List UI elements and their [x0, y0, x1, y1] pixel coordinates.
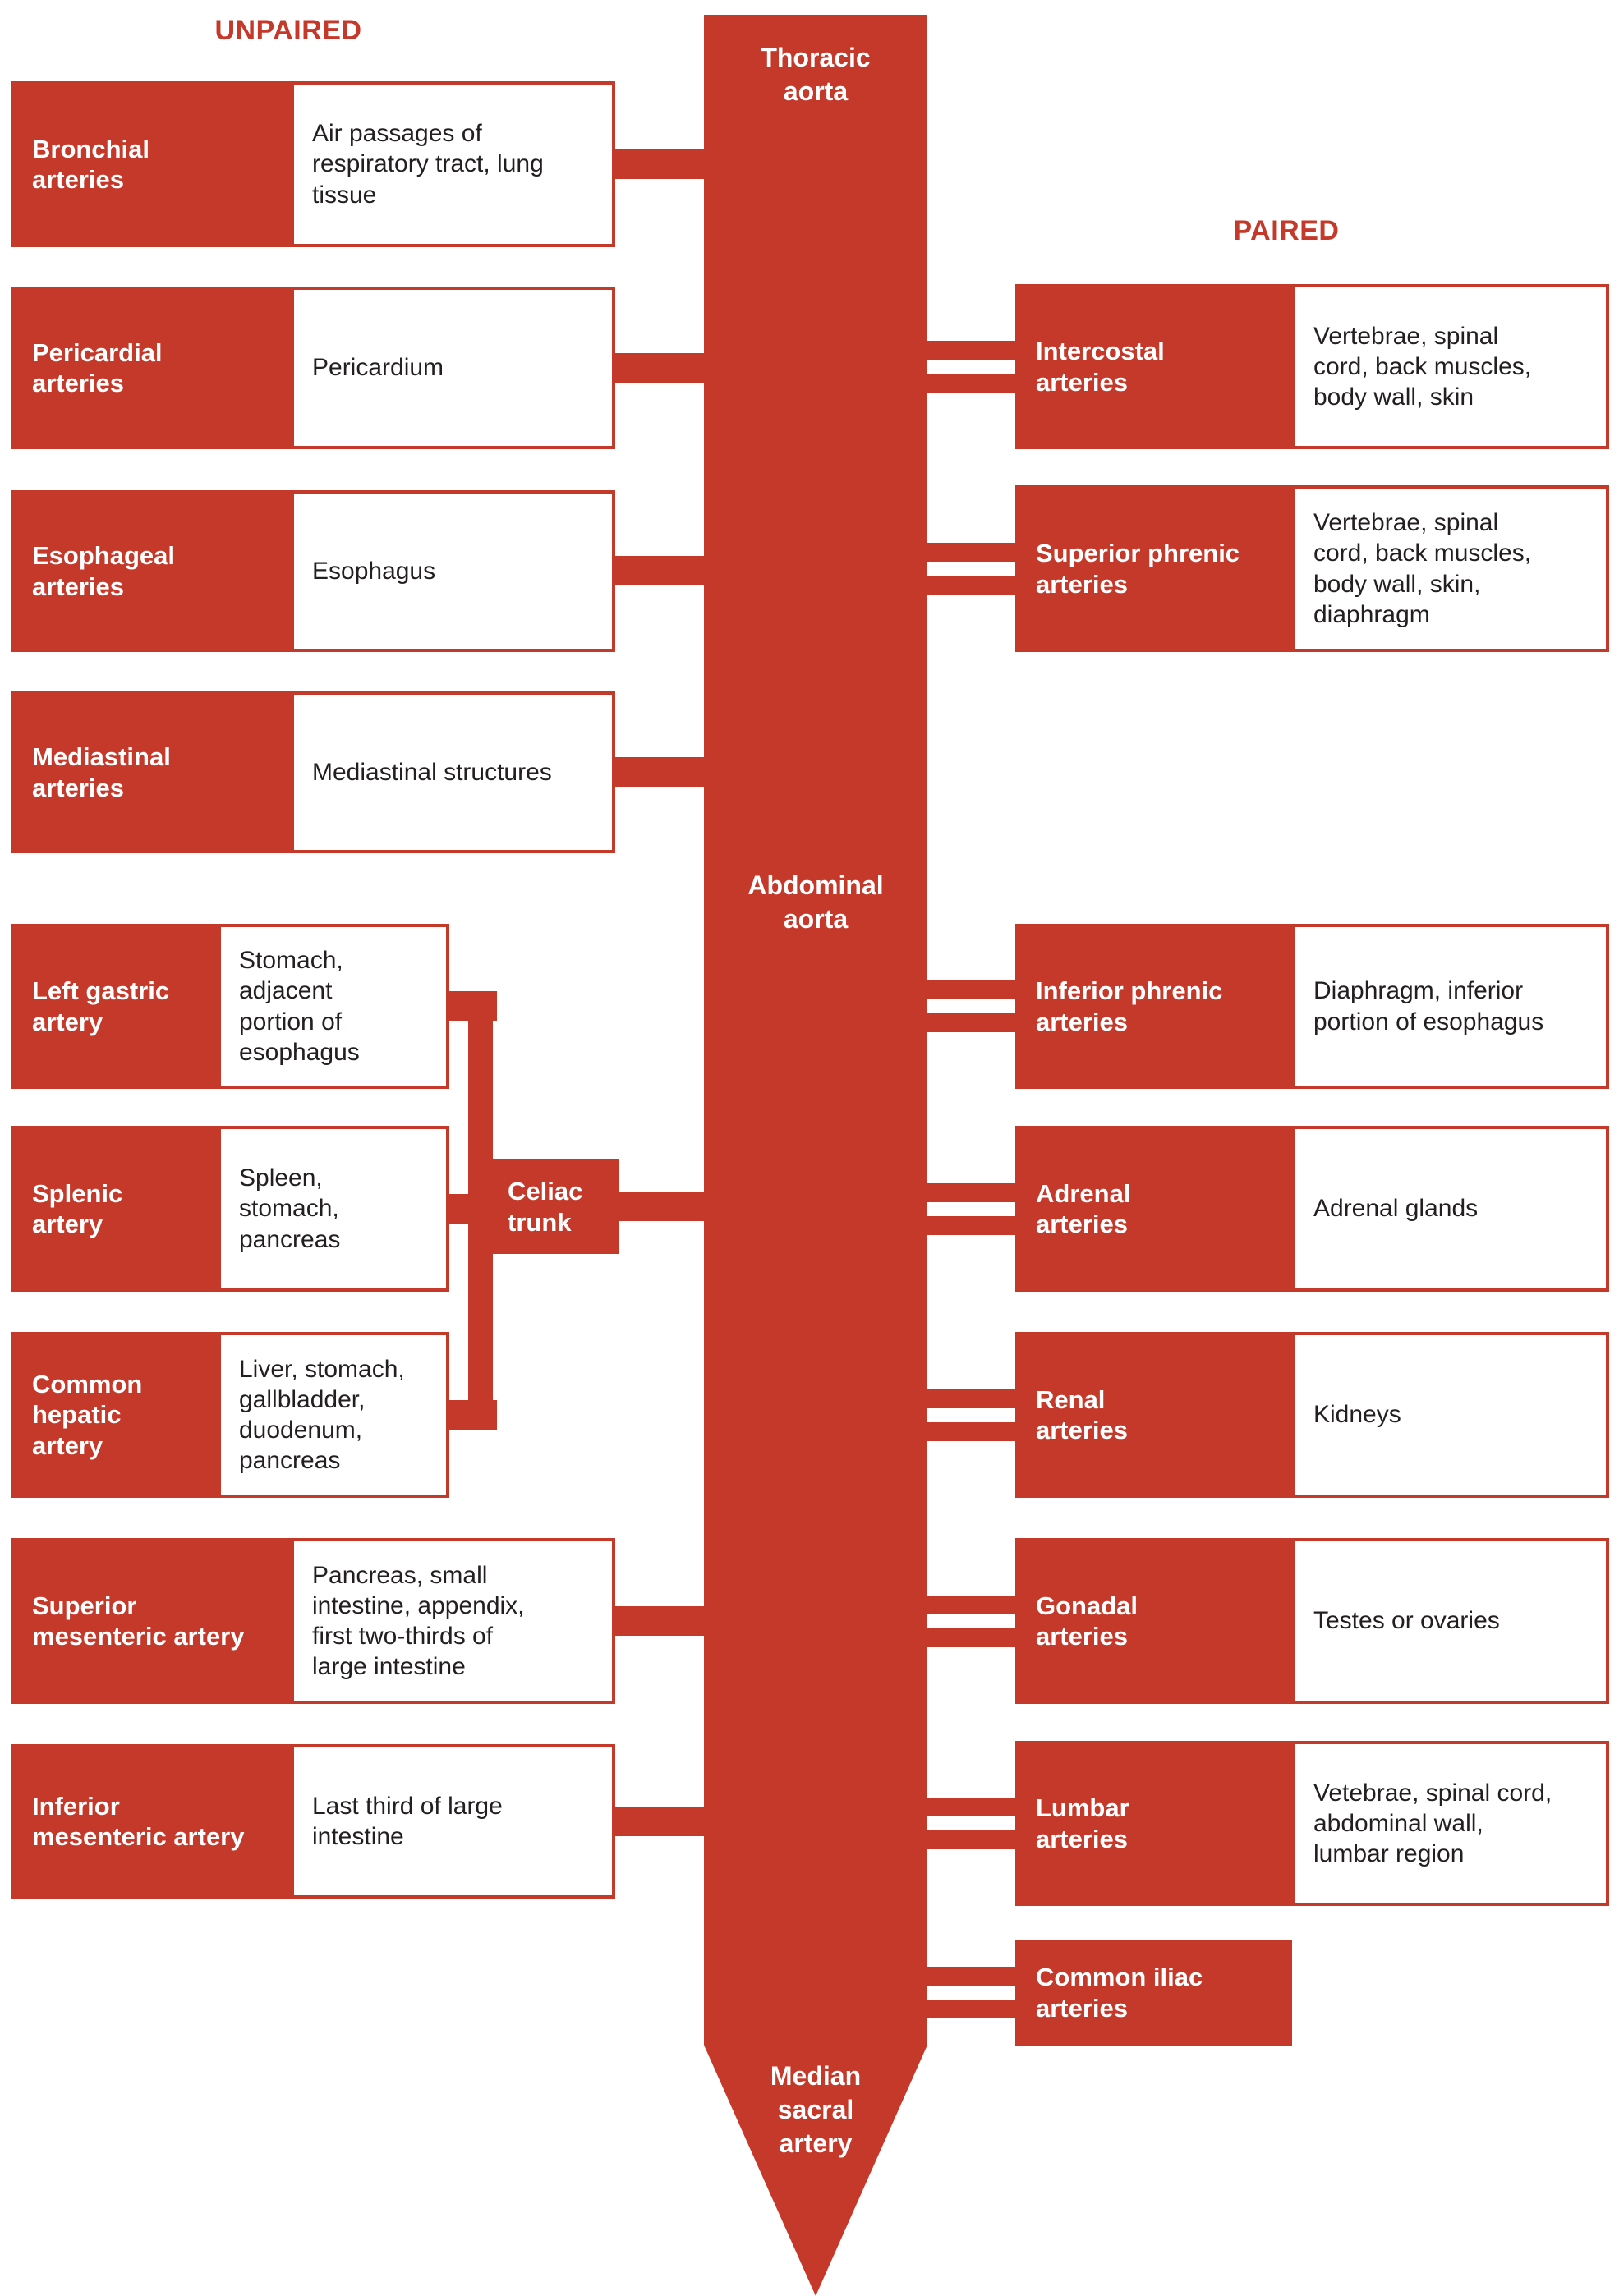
connector-renal-upper [927, 1389, 1015, 1408]
artery-supplies-mediastinal: Mediastinal structures [291, 691, 615, 853]
artery-supplies-splenic: Spleen, stomach, pancreas [218, 1126, 449, 1292]
artery-supplies-lumbar: Vetebrae, spinal cord, abdominal wall, l… [1292, 1741, 1609, 1906]
aorta-column [704, 15, 927, 2296]
artery-name-common-hepatic: Common hepatic artery [11, 1332, 218, 1498]
abdominal-aorta-label: Abdominal aorta [747, 870, 884, 934]
celiac-trunk-branch-bar [468, 991, 493, 1430]
artery-supplies-superior-phrenic: Vertebrae, spinal cord, back muscles, bo… [1292, 485, 1609, 652]
artery-supplies-inferior-phrenic: Diaphragm, inferior portion of esophagus [1292, 924, 1609, 1089]
artery-name-inferior-mesenteric: Inferior mesenteric artery [11, 1744, 291, 1899]
artery-supplies-pericardial: Pericardium [291, 287, 615, 449]
artery-supplies-gonadal: Testes or ovaries [1292, 1538, 1609, 1704]
unpaired-header: UNPAIRED [214, 15, 362, 46]
artery-name-bronchial: Bronchial arteries [11, 81, 291, 247]
artery-name-superior-mesenteric: Superior mesenteric artery [11, 1538, 291, 1704]
connector-intercostal-upper [927, 341, 1015, 360]
connector-esophageal [615, 556, 704, 585]
thoracic-aorta-label: Thoracic aorta [761, 43, 871, 106]
connector-pericardial [615, 353, 704, 383]
artery-name-gonadal: Gonadal arteries [1015, 1538, 1292, 1704]
connector-common-iliac-upper [927, 1967, 1015, 1986]
artery-name-intercostal: Intercostal arteries [1015, 284, 1292, 449]
artery-name-mediastinal: Mediastinal arteries [11, 691, 291, 853]
connector-renal-lower [927, 1422, 1015, 1441]
connector-lumbar-lower [927, 1830, 1015, 1849]
artery-supplies-intercostal: Vertebrae, spinal cord, back muscles, bo… [1292, 284, 1609, 449]
connector-superior-phrenic-upper [927, 543, 1015, 562]
artery-supplies-bronchial: Air passages of respiratory tract, lung … [291, 81, 615, 247]
connector-celiac-trunk [616, 1192, 704, 1221]
artery-name-esophageal: Esophageal arteries [11, 490, 291, 652]
connector-inferior-phrenic-lower [927, 1013, 1015, 1032]
artery-supplies-common-hepatic: Liver, stomach, gallbladder, duodenum, p… [218, 1332, 449, 1498]
artery-supplies-adrenal: Adrenal glands [1292, 1126, 1609, 1292]
artery-name-superior-phrenic: Superior phrenic arteries [1015, 485, 1292, 652]
artery-supplies-inferior-mesenteric: Last third of large intestine [291, 1744, 615, 1899]
artery-name-renal: Renal arteries [1015, 1332, 1292, 1498]
artery-name-adrenal: Adrenal arteries [1015, 1126, 1292, 1292]
artery-name-lumbar: Lumbar arteries [1015, 1741, 1292, 1906]
connector-gonadal-lower [927, 1628, 1015, 1647]
connector-inferior-mesenteric [615, 1807, 704, 1836]
connector-superior-mesenteric [615, 1606, 704, 1636]
connector-lumbar-upper [927, 1798, 1015, 1816]
artery-name-inferior-phrenic: Inferior phrenic arteries [1015, 924, 1292, 1089]
artery-supplies-superior-mesenteric: Pancreas, small intestine, appendix, fir… [291, 1538, 615, 1704]
paired-header: PAIRED [1233, 215, 1340, 246]
artery-supplies-esophageal: Esophagus [291, 490, 615, 652]
connector-inferior-phrenic-upper [927, 980, 1015, 999]
artery-supplies-left-gastric: Stomach, adjacent portion of esophagus [218, 924, 449, 1089]
connector-adrenal-lower [927, 1216, 1015, 1235]
connector-bronchial [615, 149, 704, 179]
median-sacral-artery-label: Median sacral artery [770, 2061, 862, 2158]
connector-intercostal-lower [927, 374, 1015, 393]
connector-mediastinal [615, 757, 704, 787]
connector-common-iliac-lower [927, 2000, 1015, 2018]
connector-gonadal-upper [927, 1596, 1015, 1614]
connector-superior-phrenic-lower [927, 576, 1015, 595]
connector-adrenal-upper [927, 1183, 1015, 1202]
artery-name-common-iliac: Common iliac arteries [1015, 1940, 1292, 2046]
artery-name-pericardial: Pericardial arteries [11, 287, 291, 449]
artery-name-splenic: Splenic artery [11, 1126, 218, 1292]
artery-name-left-gastric: Left gastric artery [11, 924, 218, 1089]
celiac-trunk-box: Celiac trunk [493, 1159, 619, 1254]
artery-supplies-renal: Kidneys [1292, 1332, 1609, 1498]
